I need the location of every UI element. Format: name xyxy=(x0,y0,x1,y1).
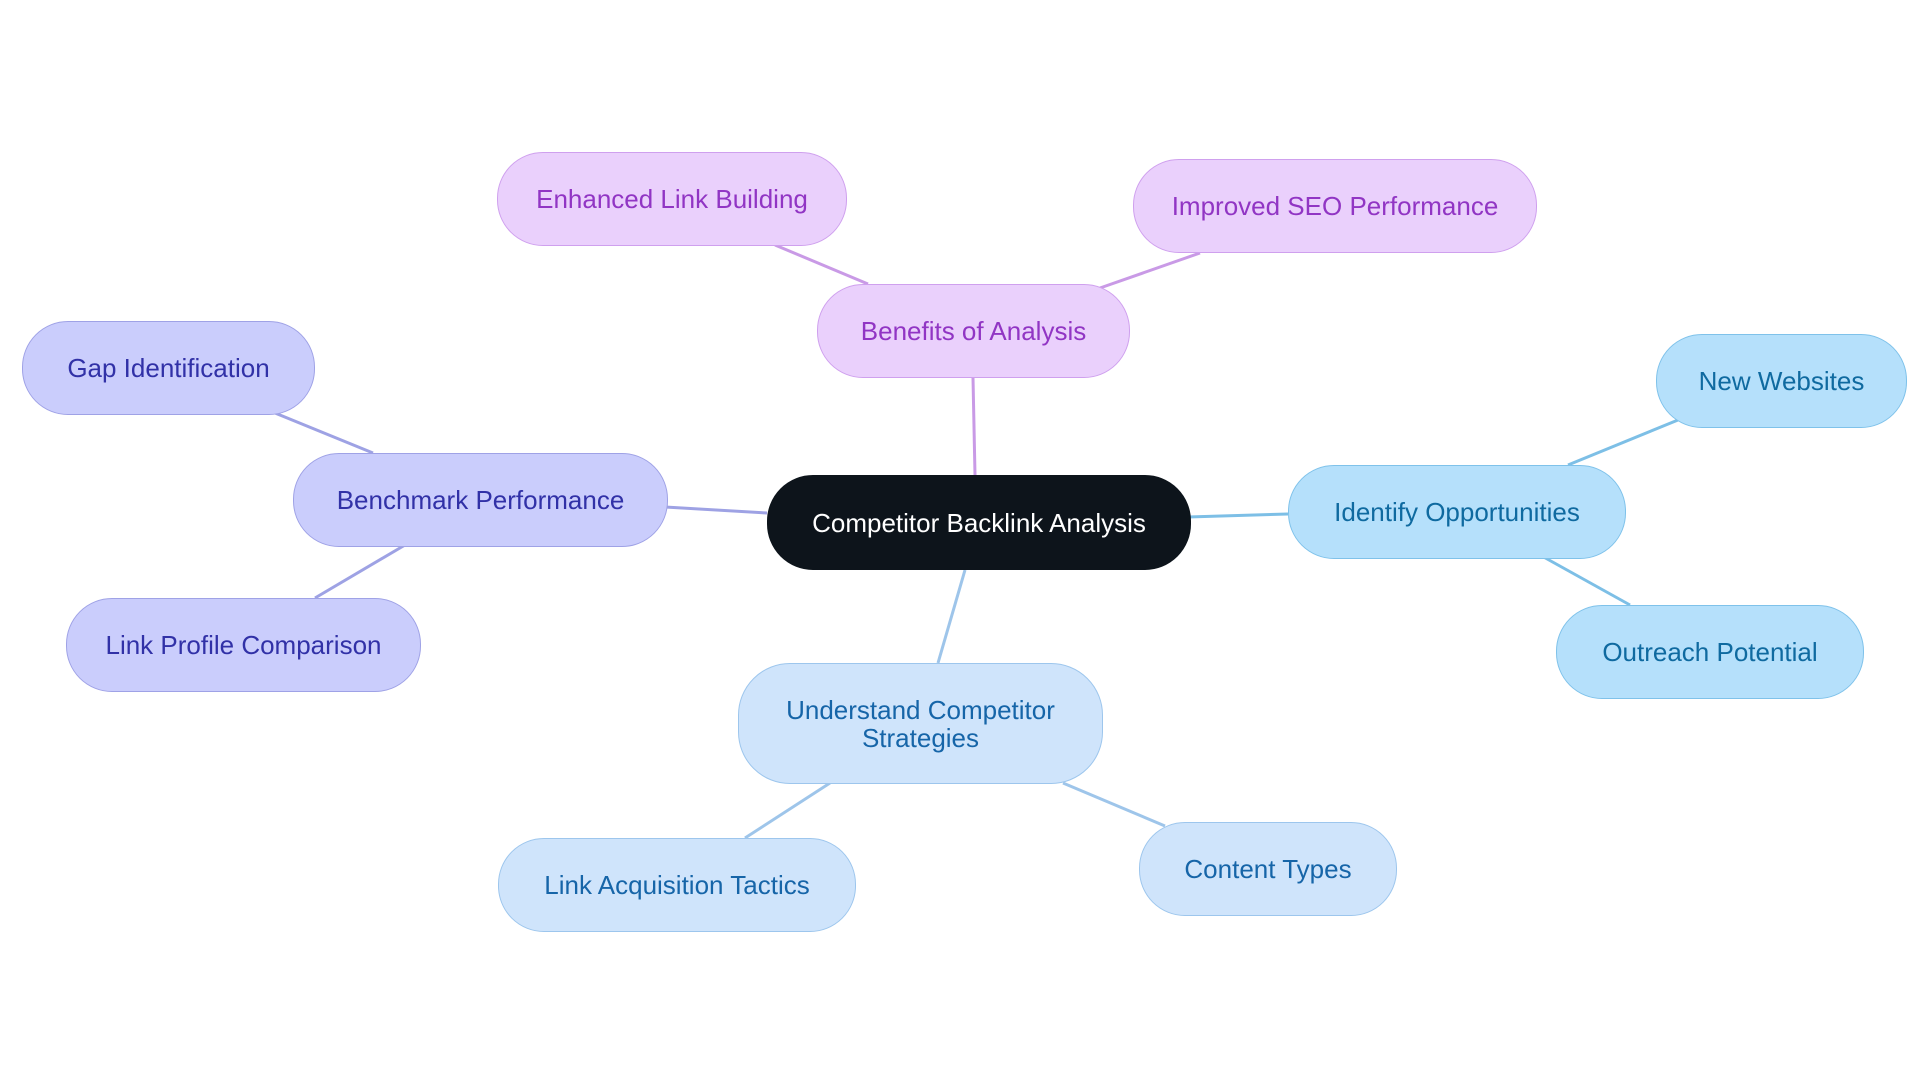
edge-opportunities-new-websites xyxy=(1567,418,1679,467)
leaf-node-outreach-potential-label: Outreach Potential xyxy=(1602,637,1818,667)
edge-benefits-improved-seo xyxy=(1099,251,1201,290)
edge-root-benefits xyxy=(971,377,977,476)
branch-node-benefits-label: Benefits of Analysis xyxy=(860,316,1087,346)
edge-root-opportunities xyxy=(1187,512,1289,519)
branch-node-strategies-label: Understand Competitor Strategies xyxy=(786,694,1055,753)
leaf-node-link-acquisition-tactics-label: Link Acquisition Tactics xyxy=(544,870,810,900)
edge-strategies-link-acquisition xyxy=(744,781,831,840)
leaf-node-new-websites: New Websites xyxy=(1656,334,1907,428)
branch-node-strategies: Understand Competitor Strategies xyxy=(738,663,1103,784)
leaf-node-gap-identification-label: Gap Identification xyxy=(67,353,270,383)
edge-strategies-content-types xyxy=(1062,781,1166,828)
leaf-node-content-types-label: Content Types xyxy=(1184,854,1352,884)
edge-benefits-enhanced-link-building xyxy=(774,243,869,286)
branch-node-opportunities-label: Identify Opportunities xyxy=(1334,497,1580,527)
edge-root-benchmark xyxy=(664,505,768,515)
leaf-node-enhanced-link-building: Enhanced Link Building xyxy=(497,152,847,246)
edge-root-strategies xyxy=(936,569,967,664)
leaf-node-new-websites-label: New Websites xyxy=(1698,366,1865,396)
root-node-label: Competitor Backlink Analysis xyxy=(812,507,1146,538)
branch-node-benchmark-label: Benchmark Performance xyxy=(336,485,625,515)
leaf-node-link-acquisition-tactics: Link Acquisition Tactics xyxy=(498,838,856,932)
leaf-node-link-profile-comparison-label: Link Profile Comparison xyxy=(105,630,382,660)
branch-node-opportunities: Identify Opportunities xyxy=(1288,465,1626,559)
leaf-node-improved-seo-performance: Improved SEO Performance xyxy=(1133,159,1537,253)
leaf-node-improved-seo-performance-label: Improved SEO Performance xyxy=(1171,191,1499,221)
root-node: Competitor Backlink Analysis xyxy=(767,475,1191,570)
leaf-node-gap-identification: Gap Identification xyxy=(22,321,315,415)
leaf-node-enhanced-link-building-label: Enhanced Link Building xyxy=(536,184,808,214)
branch-node-benefits: Benefits of Analysis xyxy=(817,284,1130,378)
edge-benchmark-link-profile xyxy=(314,543,406,600)
leaf-node-content-types: Content Types xyxy=(1139,822,1397,916)
leaf-node-outreach-potential: Outreach Potential xyxy=(1556,605,1864,699)
branch-node-benchmark: Benchmark Performance xyxy=(293,453,668,547)
leaf-node-link-profile-comparison: Link Profile Comparison xyxy=(66,598,421,692)
edge-benchmark-gap-identification xyxy=(274,411,374,455)
edge-opportunities-outreach xyxy=(1539,553,1631,607)
